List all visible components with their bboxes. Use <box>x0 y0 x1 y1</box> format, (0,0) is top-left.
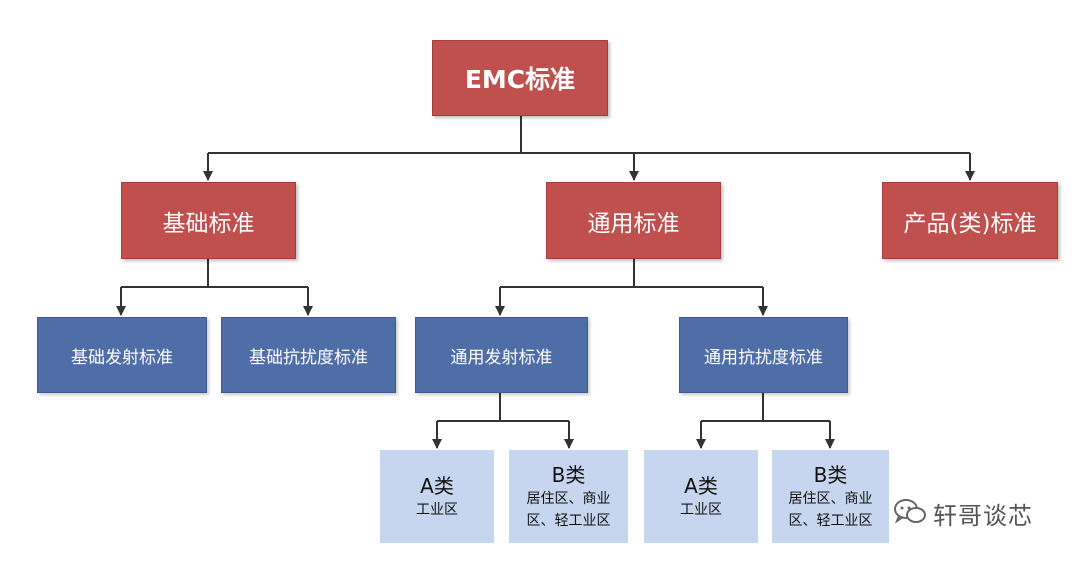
immunity-class-b-title: B类 <box>813 462 848 487</box>
general-immunity-label: 通用抗扰度标准 <box>704 347 823 368</box>
emission-class-a-title: A类 <box>420 473 454 498</box>
basic-standards-label: 基础标准 <box>162 210 255 237</box>
node-general-immunity: 通用抗扰度标准 <box>679 317 848 393</box>
product-standards-label: 产品(类)标准 <box>903 210 1037 237</box>
emission-class-b-title: B类 <box>551 462 586 487</box>
basic-immunity-label: 基础抗扰度标准 <box>249 347 368 368</box>
watermark: 轩哥谈芯 <box>893 496 1033 531</box>
watermark-text: 轩哥谈芯 <box>933 502 1033 530</box>
root-node: EMC标准 <box>432 40 608 116</box>
node-basic-emission: 基础发射标准 <box>37 317 207 393</box>
node-product-standards: 产品(类)标准 <box>882 182 1058 259</box>
node-basic-standards: 基础标准 <box>121 182 296 259</box>
basic-emission-label: 基础发射标准 <box>71 347 173 368</box>
node-emission-class-a: A类 工业区 <box>380 450 494 543</box>
node-immunity-class-a: A类 工业区 <box>644 450 758 543</box>
root-label: EMC标准 <box>464 65 576 94</box>
node-general-emission: 通用发射标准 <box>415 317 588 393</box>
emission-class-a-sub: 工业区 <box>416 501 458 518</box>
node-basic-immunity: 基础抗扰度标准 <box>221 317 396 393</box>
immunity-class-a-sub: 工业区 <box>680 501 722 518</box>
node-immunity-class-b: B类 居住区、商业 区、轻工业区 <box>772 450 889 543</box>
immunity-class-a-title: A类 <box>684 473 718 498</box>
wechat-icon <box>893 498 927 530</box>
general-emission-label: 通用发射标准 <box>450 347 553 368</box>
immunity-class-b-sub-line1: 居住区、商业 <box>788 490 873 507</box>
general-standards-label: 通用标准 <box>587 210 680 237</box>
immunity-class-b-sub-line2: 区、轻工业区 <box>788 512 873 529</box>
emission-class-b-sub-line1: 居住区、商业 <box>526 490 611 507</box>
node-general-standards: 通用标准 <box>546 182 721 259</box>
node-emission-class-b: B类 居住区、商业 区、轻工业区 <box>509 450 628 543</box>
emission-class-b-sub-line2: 区、轻工业区 <box>526 512 611 529</box>
